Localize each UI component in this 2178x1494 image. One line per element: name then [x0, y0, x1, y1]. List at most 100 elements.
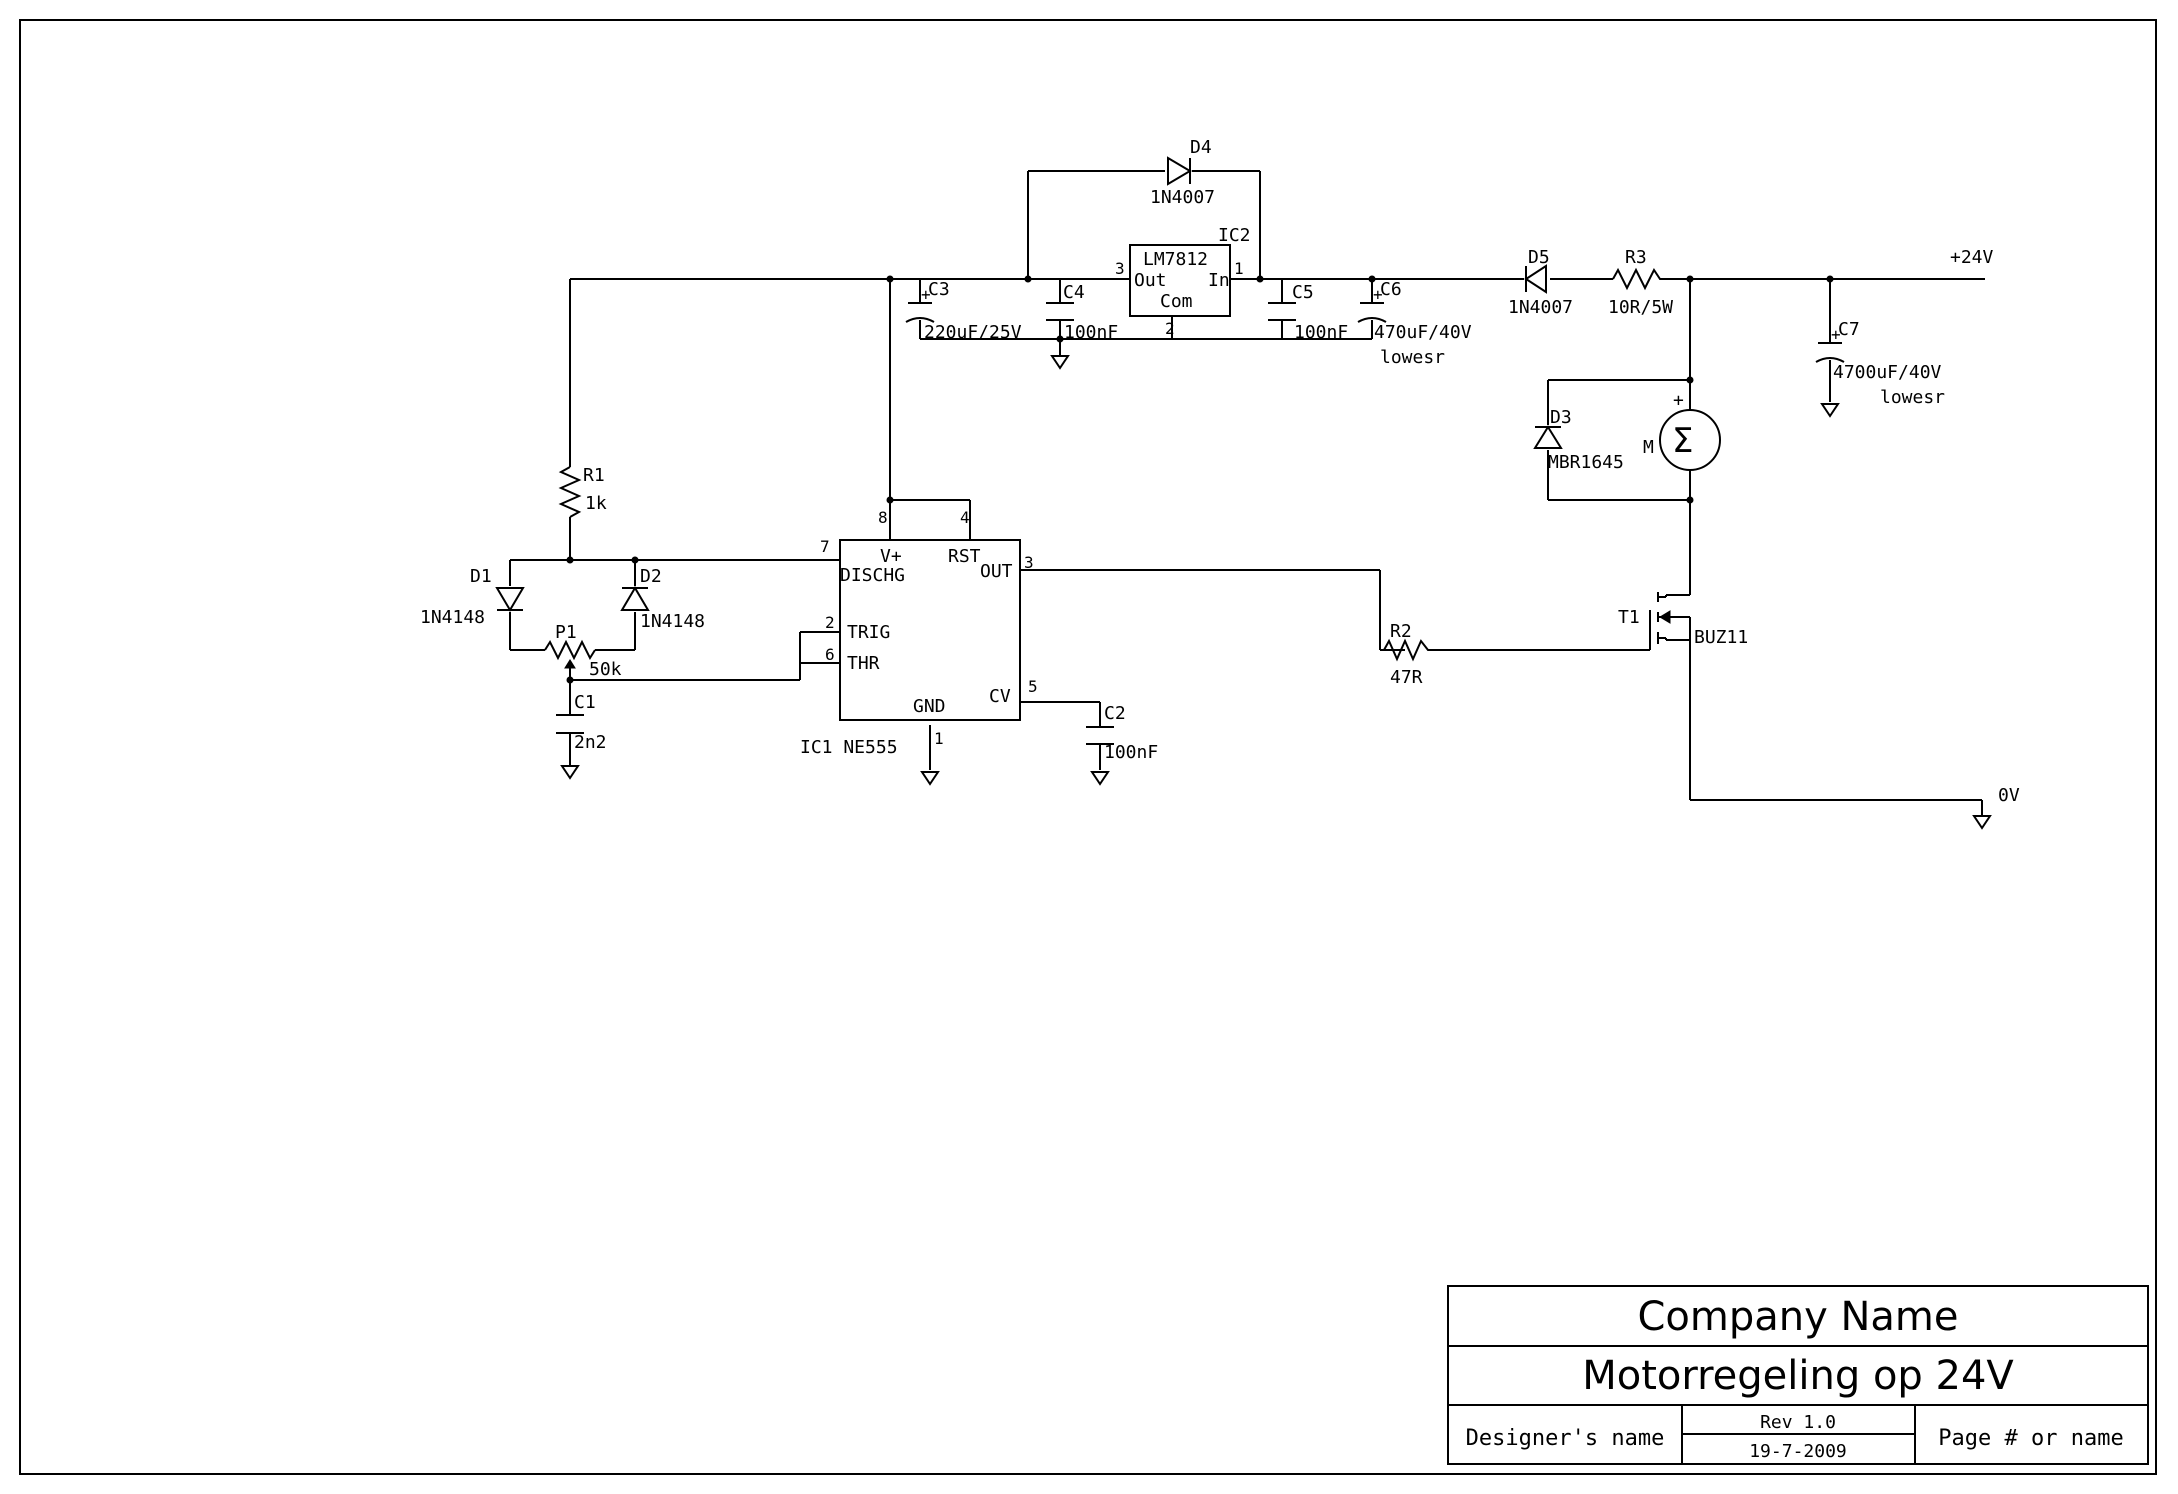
motor-ref: M	[1643, 437, 1654, 458]
svg-text:+: +	[1373, 285, 1383, 304]
ground-symbols	[560, 355, 1992, 830]
d1-ref: D1	[470, 566, 492, 587]
revision: Rev 1.0	[1760, 1412, 1836, 1433]
d4-value: 1N4007	[1150, 187, 1215, 208]
wires	[509, 170, 1985, 815]
svg-text:7: 7	[820, 537, 830, 556]
c6-value: 470uF/40V	[1374, 322, 1472, 343]
svg-text:5: 5	[1028, 677, 1038, 696]
sheet-border	[19, 19, 2157, 1475]
capacitor-c2: C2 100nF	[1086, 703, 1158, 763]
designer-name: Designer's name	[1466, 1426, 1665, 1451]
r3-ref: R3	[1625, 247, 1647, 268]
page-name: Page # or name	[1938, 1426, 2123, 1451]
capacitor-c6: + C6 470uF/40V lowesr	[1357, 279, 1472, 368]
c6-note: lowesr	[1380, 347, 1445, 368]
ic1-pin-vplus: V+	[880, 546, 902, 567]
ic1-label: IC1 NE555	[800, 737, 898, 758]
potentiometer-p1: P1 50k	[544, 622, 622, 680]
c1-value: 2n2	[574, 732, 607, 753]
d4-ref: D4	[1190, 137, 1212, 158]
d2-value: 1N4148	[640, 611, 705, 632]
ic1-pin-thr: THR	[847, 653, 880, 674]
ic1-pin-out: OUT	[980, 561, 1013, 582]
svg-text:2: 2	[825, 613, 835, 632]
ic1-timer: V+ RST DISCHG OUT TRIG THR GND CV 8 4 7 …	[800, 508, 1038, 758]
c2-value: 100nF	[1104, 742, 1158, 763]
junction-dots	[566, 275, 1834, 684]
d2-ref: D2	[640, 566, 662, 587]
c4-value: 100nF	[1064, 322, 1118, 343]
c5-ref: C5	[1292, 282, 1314, 303]
d5-value: 1N4007	[1508, 297, 1573, 318]
d5-ref: D5	[1528, 247, 1550, 268]
ic2-regulator: LM7812 Out In Com IC2 3 1 2	[1115, 225, 1251, 338]
c6-ref: C6	[1380, 279, 1402, 300]
resistor-r1: R1 1k	[558, 465, 607, 518]
svg-text:Σ: Σ	[1672, 421, 1693, 461]
c1-ref: C1	[574, 692, 596, 713]
diode-d3: D3 MBR1645	[1533, 407, 1624, 473]
ic1-pin-cv: CV	[989, 686, 1011, 707]
c5-value: 100nF	[1294, 322, 1348, 343]
r2-ref: R2	[1390, 621, 1412, 642]
capacitor-c1: C1 2n2	[556, 692, 607, 753]
ic2-ref: IC2	[1218, 225, 1251, 246]
mosfet-t1: T1 BUZ11	[1618, 592, 1748, 648]
svg-text:8: 8	[878, 508, 888, 527]
ic2-com-label: Com	[1160, 291, 1193, 312]
r1-value: 1k	[585, 493, 607, 514]
net-plus24v: +24V	[1950, 247, 1994, 268]
t1-value: BUZ11	[1694, 627, 1748, 648]
t1-ref: T1	[1618, 607, 1640, 628]
c7-ref: C7	[1838, 319, 1860, 340]
svg-text:1: 1	[934, 729, 944, 748]
diode-d2: D2 1N4148	[620, 566, 705, 632]
capacitor-c5: C5 100nF	[1268, 282, 1348, 343]
r3-value: 10R/5W	[1608, 297, 1673, 318]
capacitor-c4: C4 100nF	[1046, 282, 1118, 343]
resistor-r2: R2 47R	[1380, 621, 1432, 688]
net-0v: 0V	[1998, 785, 2020, 806]
c7-note: lowesr	[1880, 387, 1945, 408]
ic2-pin2: 2	[1165, 319, 1175, 338]
svg-text:4: 4	[960, 508, 970, 527]
ic2-value: LM7812	[1143, 249, 1208, 270]
c3-ref: C3	[928, 279, 950, 300]
diode-d5: D5 1N4007	[1508, 247, 1573, 318]
ic1-pin-dischg: DISCHG	[840, 565, 905, 586]
diode-d4: D4 1N4007	[1150, 137, 1215, 208]
svg-text:3: 3	[1024, 553, 1034, 572]
r2-value: 47R	[1390, 667, 1423, 688]
ic2-pin3: 3	[1115, 259, 1125, 278]
c7-value: 4700uF/40V	[1833, 362, 1942, 383]
drawing-title: Motorregeling op 24V	[1582, 1353, 2014, 1399]
ic2-pin1: 1	[1234, 259, 1244, 278]
c3-value: 220uF/25V	[924, 322, 1022, 343]
title-block: Company Name Motorregeling op 24V Design…	[1447, 1285, 2149, 1465]
d3-value: MBR1645	[1548, 452, 1624, 473]
d1-value: 1N4148	[420, 607, 485, 628]
company-name: Company Name	[1637, 1294, 1958, 1340]
ic2-in-label: In	[1208, 270, 1230, 291]
c2-ref: C2	[1104, 703, 1126, 724]
p1-value: 50k	[589, 659, 622, 680]
svg-text:+: +	[921, 285, 931, 304]
d3-ref: D3	[1550, 407, 1572, 428]
capacitor-c3: + C3 220uF/25V	[905, 279, 1022, 343]
capacitor-c7: + C7 4700uF/40V lowesr	[1815, 319, 1945, 408]
resistor-r3: R3 10R/5W	[1608, 247, 1673, 318]
svg-text:+: +	[1831, 325, 1841, 344]
motor-plus: +	[1673, 390, 1684, 411]
svg-text:6: 6	[825, 645, 835, 664]
c4-ref: C4	[1063, 282, 1085, 303]
date: 19-7-2009	[1749, 1441, 1847, 1462]
r1-ref: R1	[583, 465, 605, 486]
ic2-out-label: Out	[1134, 270, 1167, 291]
ic1-pin-rst: RST	[948, 546, 981, 567]
p1-ref: P1	[555, 622, 577, 643]
ic1-pin-gnd: GND	[913, 696, 946, 717]
diode-d1: D1 1N4148	[420, 566, 525, 628]
motor-m: Σ + M	[1643, 390, 1721, 471]
